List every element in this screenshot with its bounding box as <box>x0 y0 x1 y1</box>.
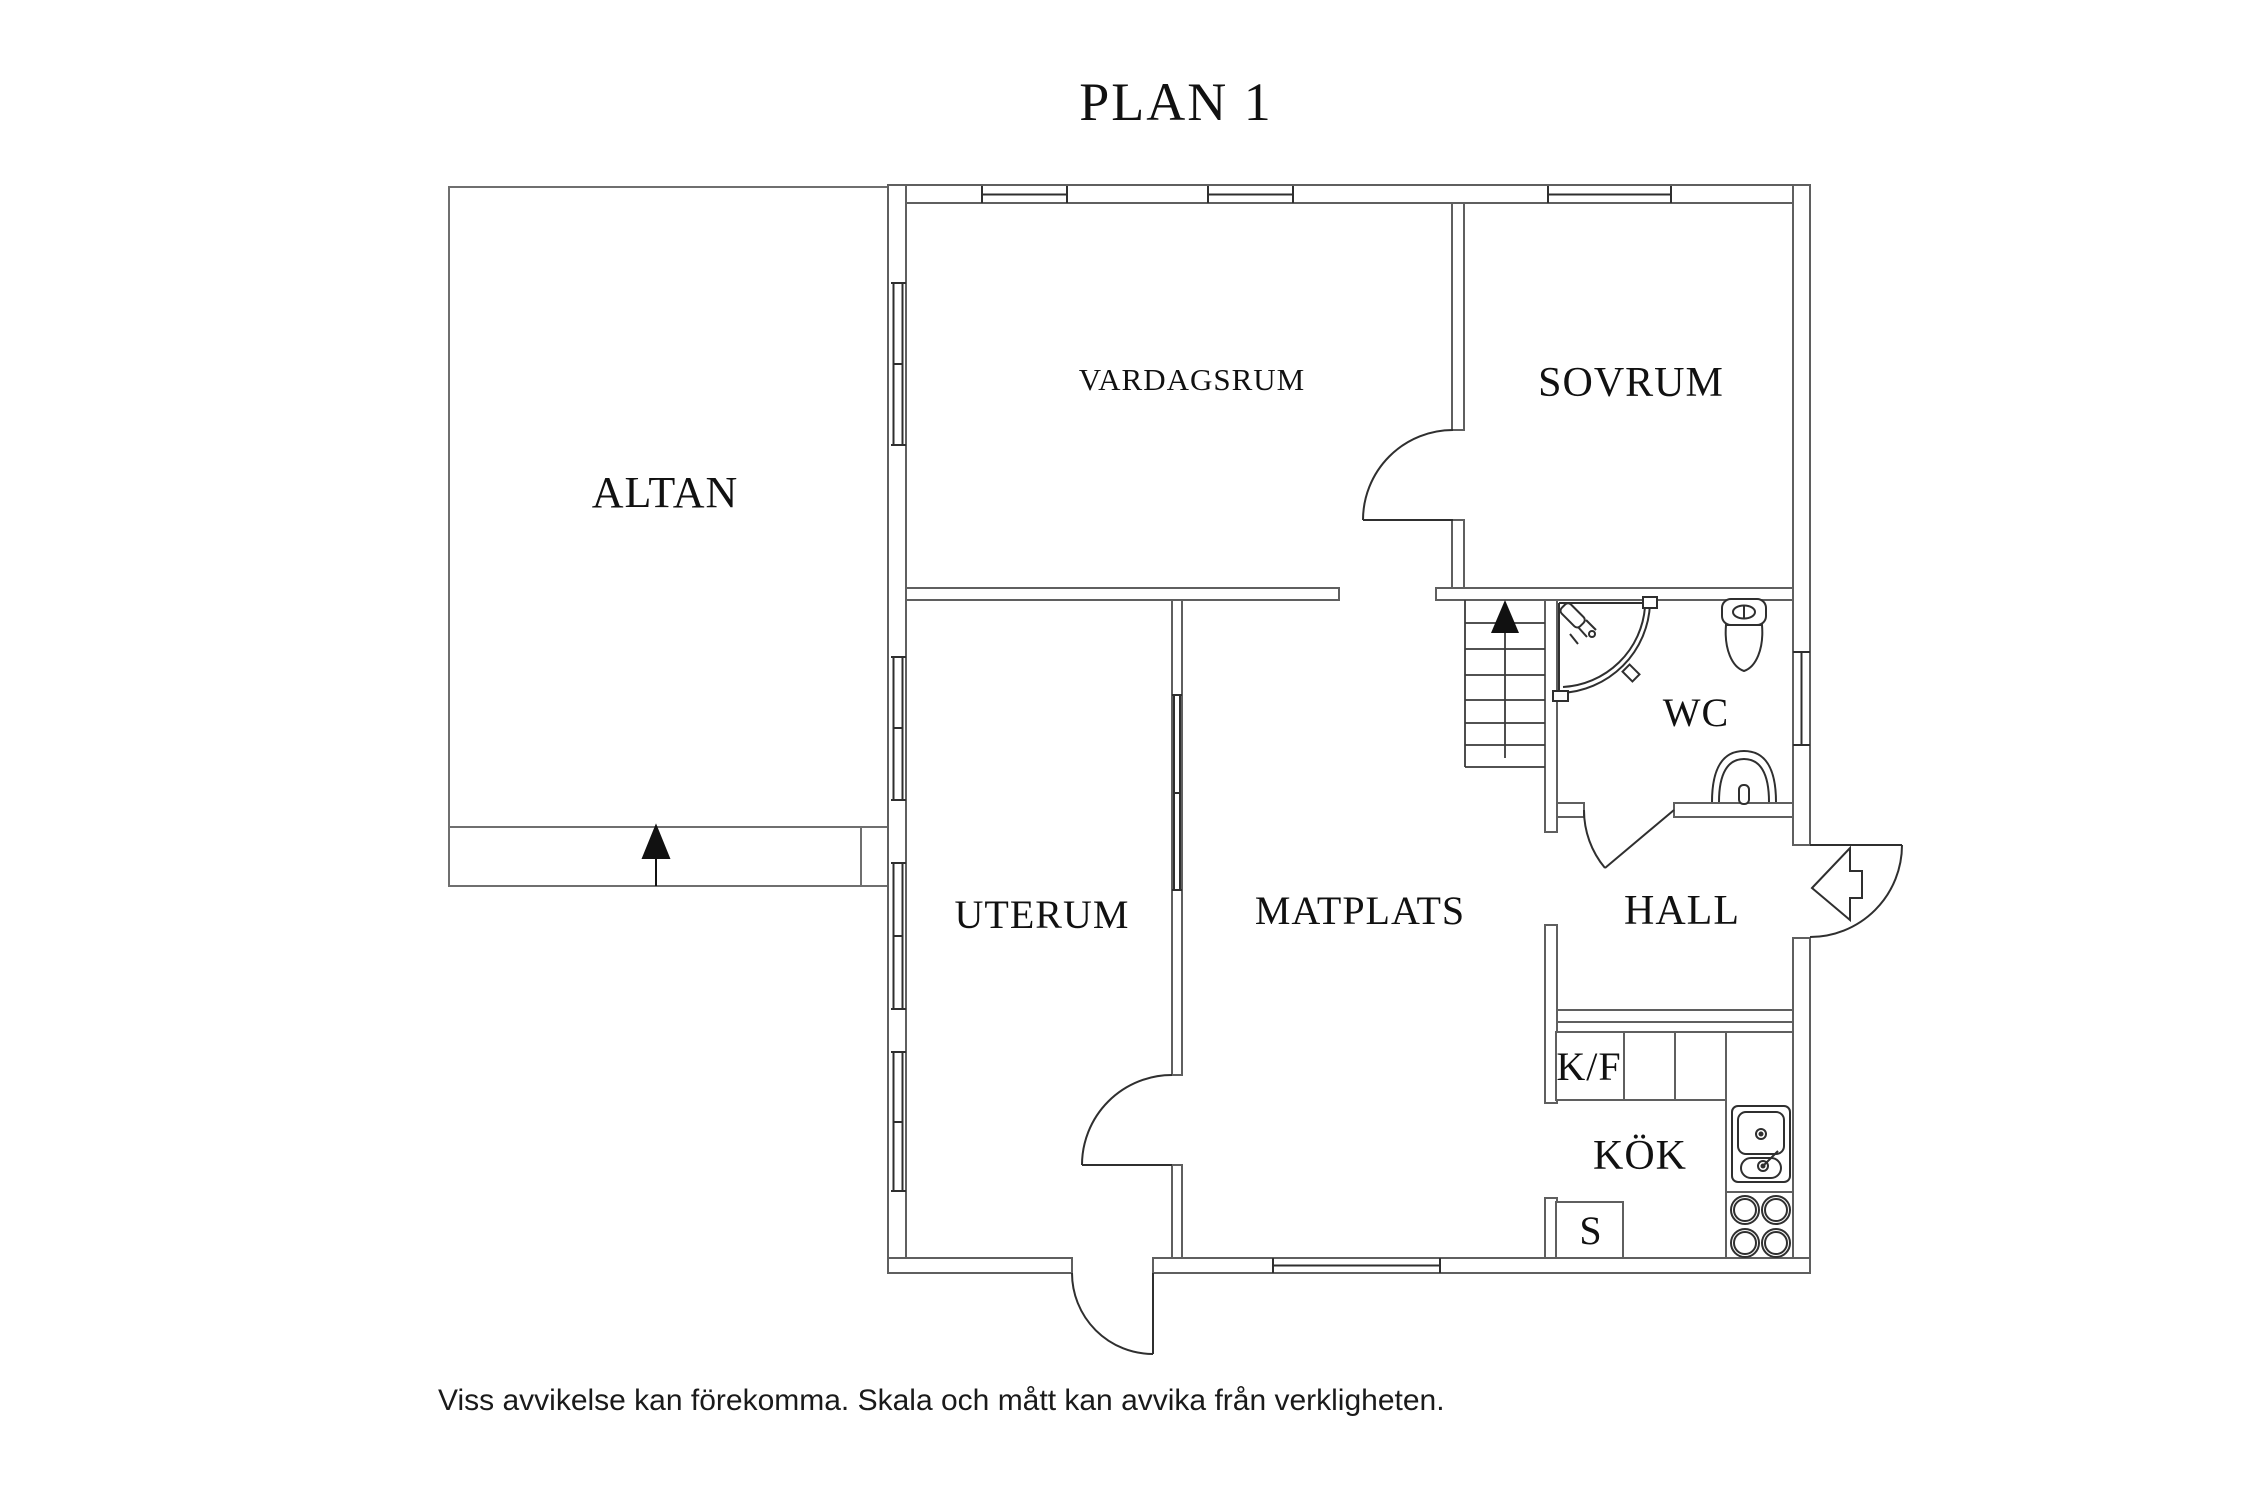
wall-exterior-right-lower <box>1792 937 1811 1274</box>
kitchen-equipment <box>1730 1105 1791 1258</box>
room-label-hall: HALL <box>1624 888 1740 934</box>
window-uterum-matplats <box>1172 694 1182 891</box>
entry-arrow-icon <box>1810 845 1863 923</box>
wall-exterior-right-upper <box>1792 184 1811 846</box>
window-matplats-south <box>1272 1258 1441 1273</box>
wall-exterior-bottom-left <box>887 1257 1073 1274</box>
kitchen-sink-icon <box>1731 1105 1791 1183</box>
toilet-icon <box>1721 598 1767 673</box>
shower-icon <box>1552 596 1658 702</box>
windows <box>891 186 1810 1273</box>
window-sovrum-north <box>1547 186 1672 203</box>
altan-entry-arrow <box>641 823 671 886</box>
room-label-uterum: UTERUM <box>955 892 1130 937</box>
room-label-kok: KÖK <box>1593 1133 1687 1179</box>
wall-wc-west <box>1544 599 1558 833</box>
stove-icon <box>1730 1195 1791 1258</box>
wall-vardagsrum-sovrum-upper <box>1451 202 1465 431</box>
room-label-kf: K/F <box>1556 1044 1621 1089</box>
room-label-vardagsrum: VARDAGSRUM <box>1079 362 1306 397</box>
window-wc-east <box>1793 651 1810 746</box>
room-labels: ALTAN VARDAGSRUM SOVRUM UTERUM MATPLATS … <box>592 360 1740 1253</box>
disclaimer-text: Viss avvikelse kan förekomma. Skala och … <box>438 1384 1445 1417</box>
wall-hall-kok <box>1556 1009 1794 1023</box>
door-entry <box>1809 844 1903 938</box>
wall-uterum-matplats-lower <box>1171 1164 1183 1259</box>
altan-step-small <box>860 826 892 887</box>
wall-vardagsrum-south <box>905 587 1340 601</box>
room-label-s: S <box>1579 1208 1602 1253</box>
wall-vardagsrum-sovrum-lower <box>1451 519 1465 589</box>
door-uterum-matplats <box>1081 1074 1173 1166</box>
door-wc <box>1582 809 1675 869</box>
wc-sink-icon <box>1711 749 1777 805</box>
window-vardagsrum-north-1 <box>981 186 1068 203</box>
window-vardagsrum-west <box>891 282 906 446</box>
window-uterum-west-1 <box>891 656 906 801</box>
room-label-wc: WC <box>1663 690 1729 735</box>
page-title: PLAN 1 <box>1079 72 1273 132</box>
altan-arrow-head-icon <box>641 823 671 859</box>
doors <box>1071 429 1903 1355</box>
kitchen-cabinet-s <box>1555 1201 1624 1259</box>
wall-wc-south-stub <box>1556 802 1585 818</box>
walls <box>887 184 1811 1274</box>
window-uterum-west-2 <box>891 862 906 1010</box>
stairs-up-arrow-icon <box>1491 600 1519 633</box>
wall-sovrum-south <box>1435 587 1794 601</box>
shower-head-icon <box>1559 602 1597 645</box>
stairs <box>1464 600 1545 768</box>
door-vardagsrum-sovrum <box>1362 429 1454 521</box>
room-label-sovrum: SOVRUM <box>1538 360 1724 406</box>
wall-exterior-bottom-right <box>1152 1257 1811 1274</box>
room-label-altan: ALTAN <box>592 468 739 517</box>
room-label-matplats: MATPLATS <box>1255 888 1465 933</box>
wc-fixtures <box>1552 596 1777 805</box>
wall-wc-south-right <box>1673 802 1794 818</box>
door-uterum-exterior <box>1071 1272 1154 1355</box>
window-uterum-west-3 <box>891 1051 906 1192</box>
altan-deck <box>448 186 892 887</box>
window-vardagsrum-north-2 <box>1207 186 1294 203</box>
wall-uterum-matplats-upper <box>1171 599 1183 1076</box>
